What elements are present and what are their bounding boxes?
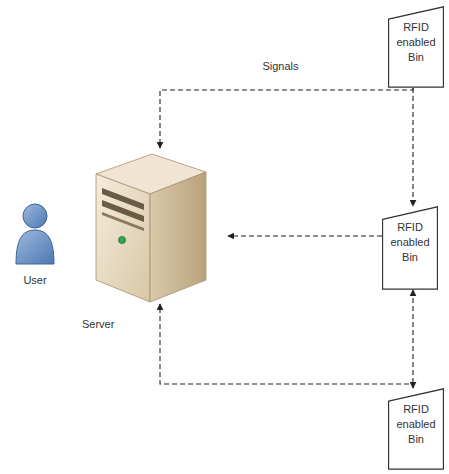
rfid-bin: RFID enabled Bin <box>382 206 438 290</box>
signal-connector <box>412 88 413 206</box>
rfid-bin: RFID enabled Bin <box>388 6 444 88</box>
signal-connector <box>412 290 413 388</box>
signal-connector <box>228 235 382 236</box>
node-caption: Server <box>82 318 114 330</box>
user-icon <box>14 200 56 266</box>
signal-label: Signals <box>260 60 300 72</box>
server-node: Server <box>88 148 210 304</box>
signal-connector <box>160 88 413 148</box>
server-icon <box>88 148 210 304</box>
rfid-bin: RFID enabled Bin <box>388 388 444 470</box>
user-node: User <box>14 200 56 266</box>
bin-label: RFID enabled Bin <box>382 206 438 271</box>
bin-label: RFID enabled Bin <box>388 388 444 453</box>
signal-connector <box>160 304 413 388</box>
bin-label: RFID enabled Bin <box>388 6 444 71</box>
node-caption: User <box>23 274 46 286</box>
